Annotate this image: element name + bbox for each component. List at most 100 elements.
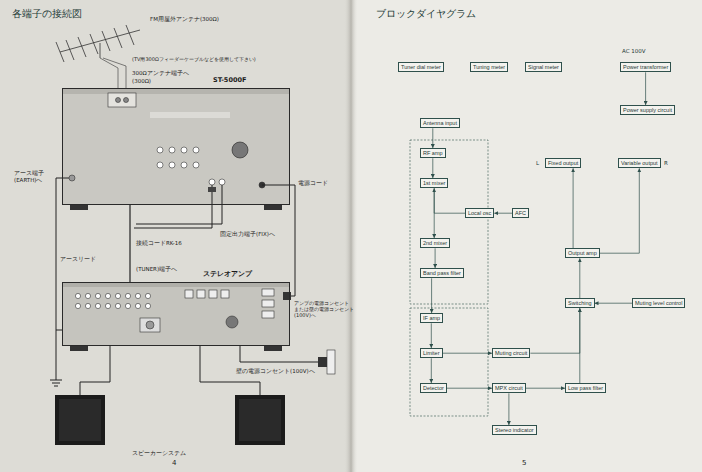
signal-line: [508, 393, 509, 425]
cables-part: [80, 346, 260, 395]
stereo-amp-rear-panel-part: [145, 303, 150, 308]
block-box: 1st mixer: [420, 178, 448, 188]
tuner-rear-panel-part: [219, 179, 225, 185]
stereo-amp-rear-panel-part: [105, 303, 110, 308]
cables-part: [262, 185, 295, 296]
paper-part: [344, 0, 358, 472]
signal-line: [579, 258, 580, 298]
block-label: Tuner dial meter: [401, 64, 441, 70]
equipment-panel: ステレオアンプ: [62, 282, 290, 346]
annotation: アースリード: [60, 256, 96, 263]
tuner-rear-panel-part: [264, 205, 282, 210]
page-title: ブロックダイヤグラム: [376, 8, 476, 20]
stereo-amp-rear-panel-part: [146, 321, 154, 329]
stereo-amp-rear-panel-part: [264, 346, 282, 351]
block-label: Muting circuit: [495, 350, 527, 356]
block-box: Variable output: [618, 158, 661, 168]
annotation: 固定出力端子(FIX)へ: [220, 231, 275, 238]
block-label: IF amp: [423, 315, 440, 321]
stereo-amp-rear-panel-part: [209, 290, 217, 298]
tuner-rear-panel-part: [181, 147, 187, 153]
block-box: Power supply circuit: [620, 105, 675, 115]
annotation: スピーカーシステム: [132, 449, 186, 456]
cables-part: [56, 178, 69, 380]
cables-part: [134, 185, 222, 228]
signal-line: [447, 388, 492, 389]
paper-part: [0, 0, 352, 472]
stereo-amp-rear-panel-part: [115, 303, 120, 308]
block-box: Muting circuit: [492, 348, 530, 358]
stereo-amp-rear-panel-part: [197, 290, 205, 298]
block-label: 2nd mixer: [423, 240, 447, 246]
signal-line: [600, 168, 640, 253]
cables-part: [50, 380, 62, 386]
tuner-rear-panel-part: [116, 98, 121, 103]
block-box: Band pass filter: [420, 268, 464, 278]
stereo-amp-rear-panel-part: [221, 290, 229, 298]
signal-line: [431, 358, 432, 383]
annotation: R: [664, 160, 668, 167]
annotation: 壁の電源コンセント(100V)へ: [236, 368, 315, 375]
block-box: Low pass filter: [565, 383, 606, 393]
block-label: Signal meter: [528, 64, 559, 70]
block-box: Tuner dial meter: [398, 62, 444, 72]
signal-line: [431, 323, 432, 348]
block-box: Muting level control: [632, 298, 685, 308]
signal-line: [432, 128, 433, 148]
annotation: (TUNER)端子へ: [136, 266, 177, 273]
block-box: Detector: [420, 383, 447, 393]
annotation: FM用屋外アンテナ(300Ω): [150, 16, 219, 23]
stereo-amp-rear-panel-part: [125, 303, 130, 308]
block-label: Output amp: [568, 250, 597, 256]
plugs-part: [318, 357, 327, 367]
block-label: Fixed output: [548, 160, 578, 166]
block-label: Band pass filter: [423, 270, 461, 276]
annotation: アンプの電源コンセント または壁の電源コンセント (100V)へ: [294, 300, 356, 318]
block-frames-part: [410, 308, 488, 416]
equipment-panel: ST-5000F: [62, 88, 290, 205]
fm-antenna-part: [56, 25, 134, 62]
tuner-rear-panel-part: [209, 179, 215, 185]
block-label: Antenna input: [423, 120, 457, 126]
stereo-amp-rear-panel-part: [125, 293, 130, 298]
equipment-name: ステレオアンプ: [203, 271, 252, 279]
block-label: Power transformer: [623, 64, 668, 70]
stereo-amp-rear-panel-part: [75, 293, 80, 298]
tuner-rear-panel-part: [150, 112, 230, 118]
block-box: Output amp: [565, 248, 600, 258]
tuner-rear-panel: [62, 88, 290, 210]
block-frames: [410, 140, 488, 416]
annotation: アース端子 (EARTH)へ: [14, 170, 50, 183]
signal-line: [431, 278, 432, 313]
cables: [50, 178, 318, 395]
signal-line: [526, 388, 565, 389]
stereo-amp-rear-panel-part: [140, 318, 160, 332]
block-label: Stereo indicator: [495, 427, 534, 433]
plugs-part: [208, 187, 216, 192]
block-box: Limiter: [420, 348, 443, 358]
block-label: Power supply circuit: [623, 107, 672, 113]
stereo-amp-rear-panel-part: [185, 290, 193, 298]
block-frames-part: [410, 140, 488, 304]
stereo-amp-rear-panel-part: [70, 346, 88, 351]
block-label: AFC: [515, 210, 526, 216]
block-label: RF amp: [423, 150, 443, 156]
signal-line: [443, 353, 493, 354]
annotation: AC 100V: [622, 48, 646, 55]
block-label: Detector: [423, 385, 444, 391]
stereo-amp-rear-panel-part: [105, 293, 110, 298]
fm-antenna: [56, 25, 140, 96]
page-number: 5: [522, 459, 526, 467]
block-label: Local osc: [468, 210, 491, 216]
block-label: Limiter: [423, 350, 440, 356]
block-label: Low pass filter: [568, 385, 603, 391]
signal-line: [595, 303, 633, 304]
block-box: 2nd mixer: [420, 238, 450, 248]
block-box: RF amp: [420, 148, 446, 158]
tuner-rear-panel-part: [62, 88, 290, 205]
stereo-amp-rear-panel-part: [262, 311, 274, 318]
tuner-rear-panel-part: [169, 162, 175, 168]
stereo-amp-rear-panel-part: [75, 303, 80, 308]
